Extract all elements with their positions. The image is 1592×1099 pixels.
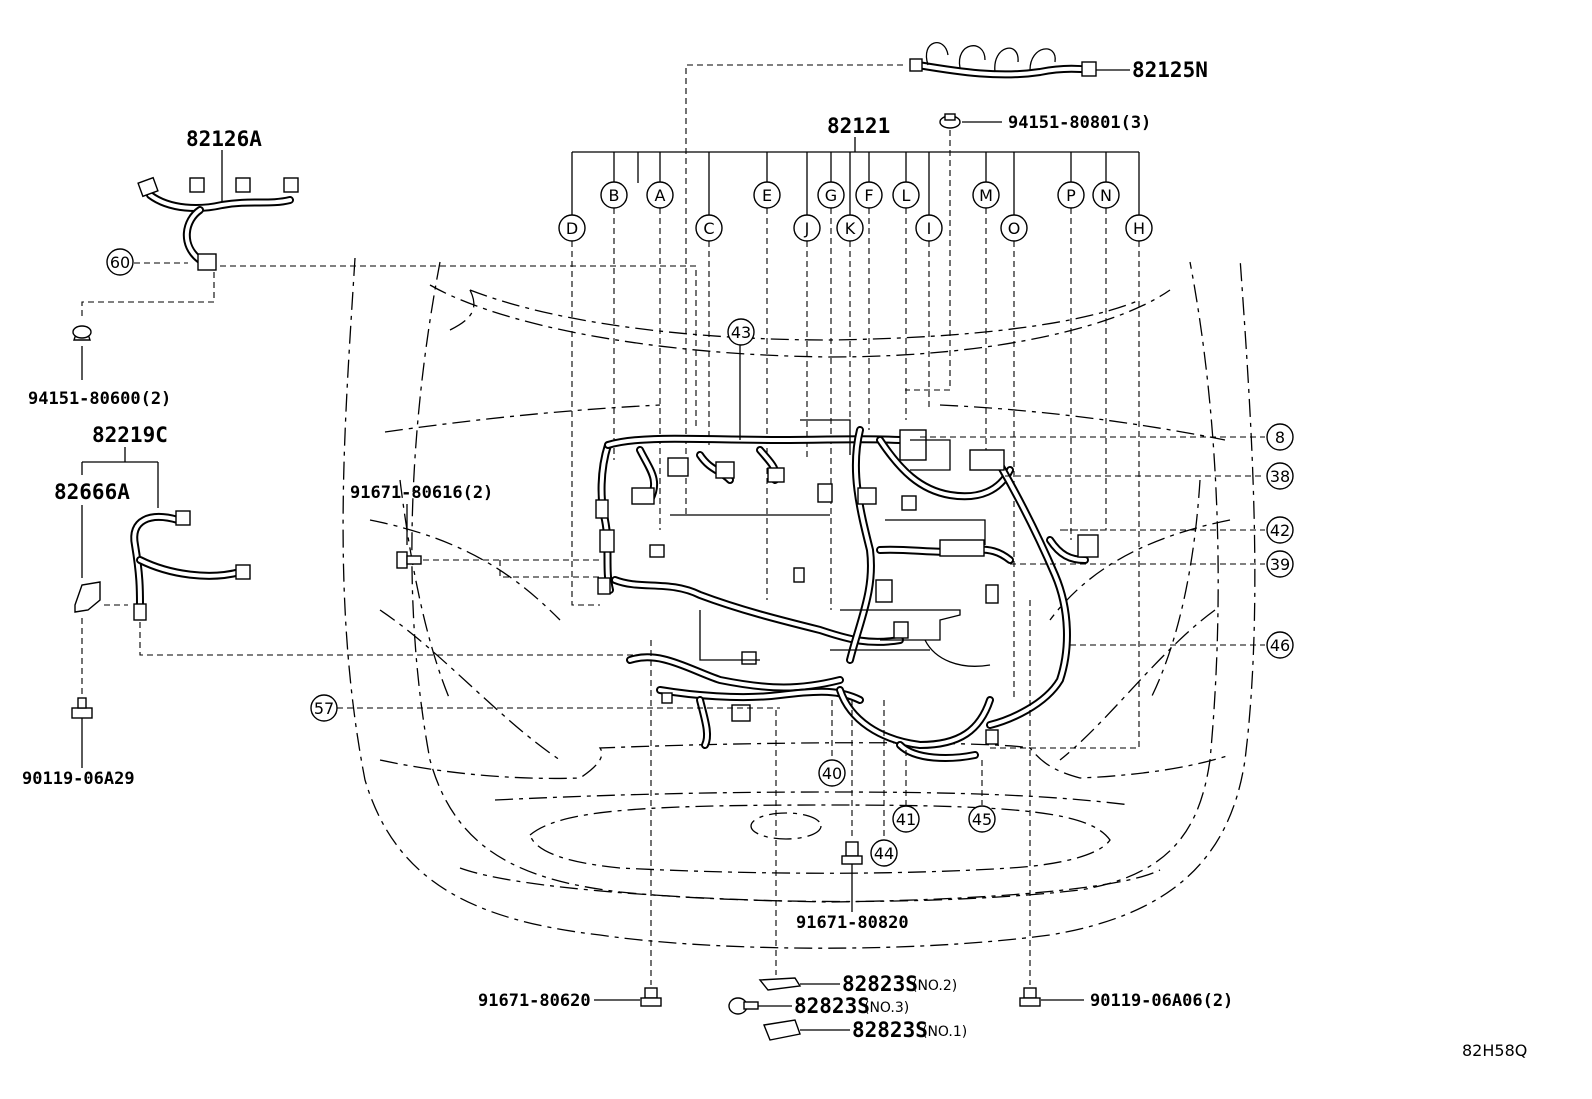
part-label-94151-80600: 94151-80600(2) (28, 389, 171, 409)
svg-text:42: 42 (1270, 521, 1290, 540)
callout-60: 60 (106, 248, 134, 276)
callout-41: 41 (892, 805, 920, 833)
part-label-82219c: 82219C (92, 423, 168, 447)
letter-callout-p: P (1057, 181, 1085, 209)
part-label-82666a: 82666A (54, 480, 130, 504)
svg-text:L: L (902, 186, 911, 205)
svg-text:N: N (1100, 186, 1112, 205)
part-label-90119-06a06: 90119-06A06(2) (1090, 991, 1233, 1011)
svg-text:A: A (655, 186, 666, 205)
svg-text:39: 39 (1270, 555, 1290, 574)
callout-45: 45 (968, 805, 996, 833)
letter-callout-l: L (892, 181, 920, 209)
svg-text:H: H (1133, 219, 1145, 238)
svg-text:P: P (1066, 186, 1076, 205)
harness-82219c (130, 510, 251, 621)
svg-text:C: C (703, 219, 714, 238)
letter-callout-c: C (695, 214, 723, 242)
svg-text:41: 41 (896, 810, 916, 829)
letter-callout-k: K (836, 214, 864, 242)
svg-text:46: 46 (1270, 636, 1290, 655)
clip-94151-80600-icon (72, 325, 92, 341)
letter-callouts: D B A C E J G K F L I M O P N H (558, 181, 1153, 242)
svg-text:O: O (1008, 219, 1021, 238)
part-label-90119-06a29: 90119-06A29 (22, 769, 135, 789)
part-label-91671-80820: 91671-80820 (796, 913, 909, 933)
callout-38: 38 (1266, 462, 1294, 490)
svg-text:45: 45 (972, 810, 992, 829)
bolt-90119-06a06-icon (1019, 987, 1041, 1007)
part-suffix-no3: (NO.3) (864, 1000, 909, 1016)
callout-8: 8 (1266, 423, 1294, 451)
part-label-91671-80616: 91671-80616(2) (350, 483, 493, 503)
letter-callout-h: H (1125, 214, 1153, 242)
bracket-82666a-icon (74, 581, 101, 613)
diagram-code: 82H58Q (1462, 1041, 1527, 1060)
bolt-91671-80820-icon (841, 841, 863, 865)
harness-82126a (137, 176, 299, 271)
part-suffix-no1: (NO.1) (922, 1024, 967, 1040)
callout-44: 44 (870, 839, 898, 867)
letter-callout-o: O (1000, 214, 1028, 242)
callout-57: 57 (310, 694, 338, 722)
svg-text:B: B (609, 186, 620, 205)
callout-40: 40 (818, 759, 846, 787)
main-engine-harness (595, 345, 1099, 762)
clip-94151-80801-icon (939, 113, 961, 129)
part-suffix-no2: (NO.2) (912, 978, 957, 994)
letter-leader-lines (571, 152, 1140, 215)
part-label-91671-80620: 91671-80620 (478, 991, 591, 1011)
clamp-82823s-no1-icon (763, 1019, 801, 1041)
svg-text:G: G (825, 186, 837, 205)
svg-text:44: 44 (874, 844, 894, 863)
part-label-82125n: 82125N (1132, 58, 1208, 82)
letter-callout-e: E (753, 181, 781, 209)
svg-text:I: I (927, 219, 932, 238)
bolt-91671-80616-icon (396, 551, 422, 569)
letter-callout-b: B (600, 181, 628, 209)
letter-callout-n: N (1092, 181, 1120, 209)
vehicle-body-outline (342, 257, 1256, 949)
svg-text:60: 60 (110, 253, 130, 272)
svg-text:8: 8 (1275, 428, 1285, 447)
bolt-91671-80620-icon (640, 987, 662, 1007)
callout-46: 46 (1266, 631, 1294, 659)
svg-text:43: 43 (731, 323, 751, 342)
part-label-82823s-no2: 82823S (842, 972, 918, 996)
part-label-82823s-no3: 82823S (794, 994, 870, 1018)
part-label-82126a: 82126A (186, 127, 262, 151)
part-label-94151-80801: 94151-80801(3) (1008, 113, 1151, 133)
svg-text:F: F (864, 186, 873, 205)
svg-text:57: 57 (314, 699, 334, 718)
part-label-82823s-no1: 82823S (852, 1018, 928, 1042)
svg-text:D: D (566, 219, 578, 238)
harness-82125n (909, 42, 1097, 79)
letter-callout-i: I (915, 214, 943, 242)
letter-callout-d: D (558, 214, 586, 242)
letter-callout-a: A (646, 181, 674, 209)
letter-callout-m: M (972, 181, 1000, 209)
clamp-82823s-no3-icon (728, 997, 759, 1015)
letter-callout-f: F (855, 181, 883, 209)
svg-text:K: K (845, 219, 856, 238)
callout-43: 43 (727, 318, 755, 346)
clamp-82823s-no2-icon (758, 977, 802, 991)
callout-42: 42 (1266, 516, 1294, 544)
letter-callout-j: J (793, 214, 821, 242)
bolt-90119-06a29-icon (71, 697, 93, 735)
svg-text:E: E (762, 186, 772, 205)
letter-callout-g: G (817, 181, 845, 209)
svg-text:38: 38 (1270, 467, 1290, 486)
svg-text:J: J (804, 219, 810, 238)
svg-text:M: M (979, 186, 993, 205)
part-label-82121: 82121 (827, 114, 890, 138)
svg-text:40: 40 (822, 764, 842, 783)
callout-39: 39 (1266, 550, 1294, 578)
